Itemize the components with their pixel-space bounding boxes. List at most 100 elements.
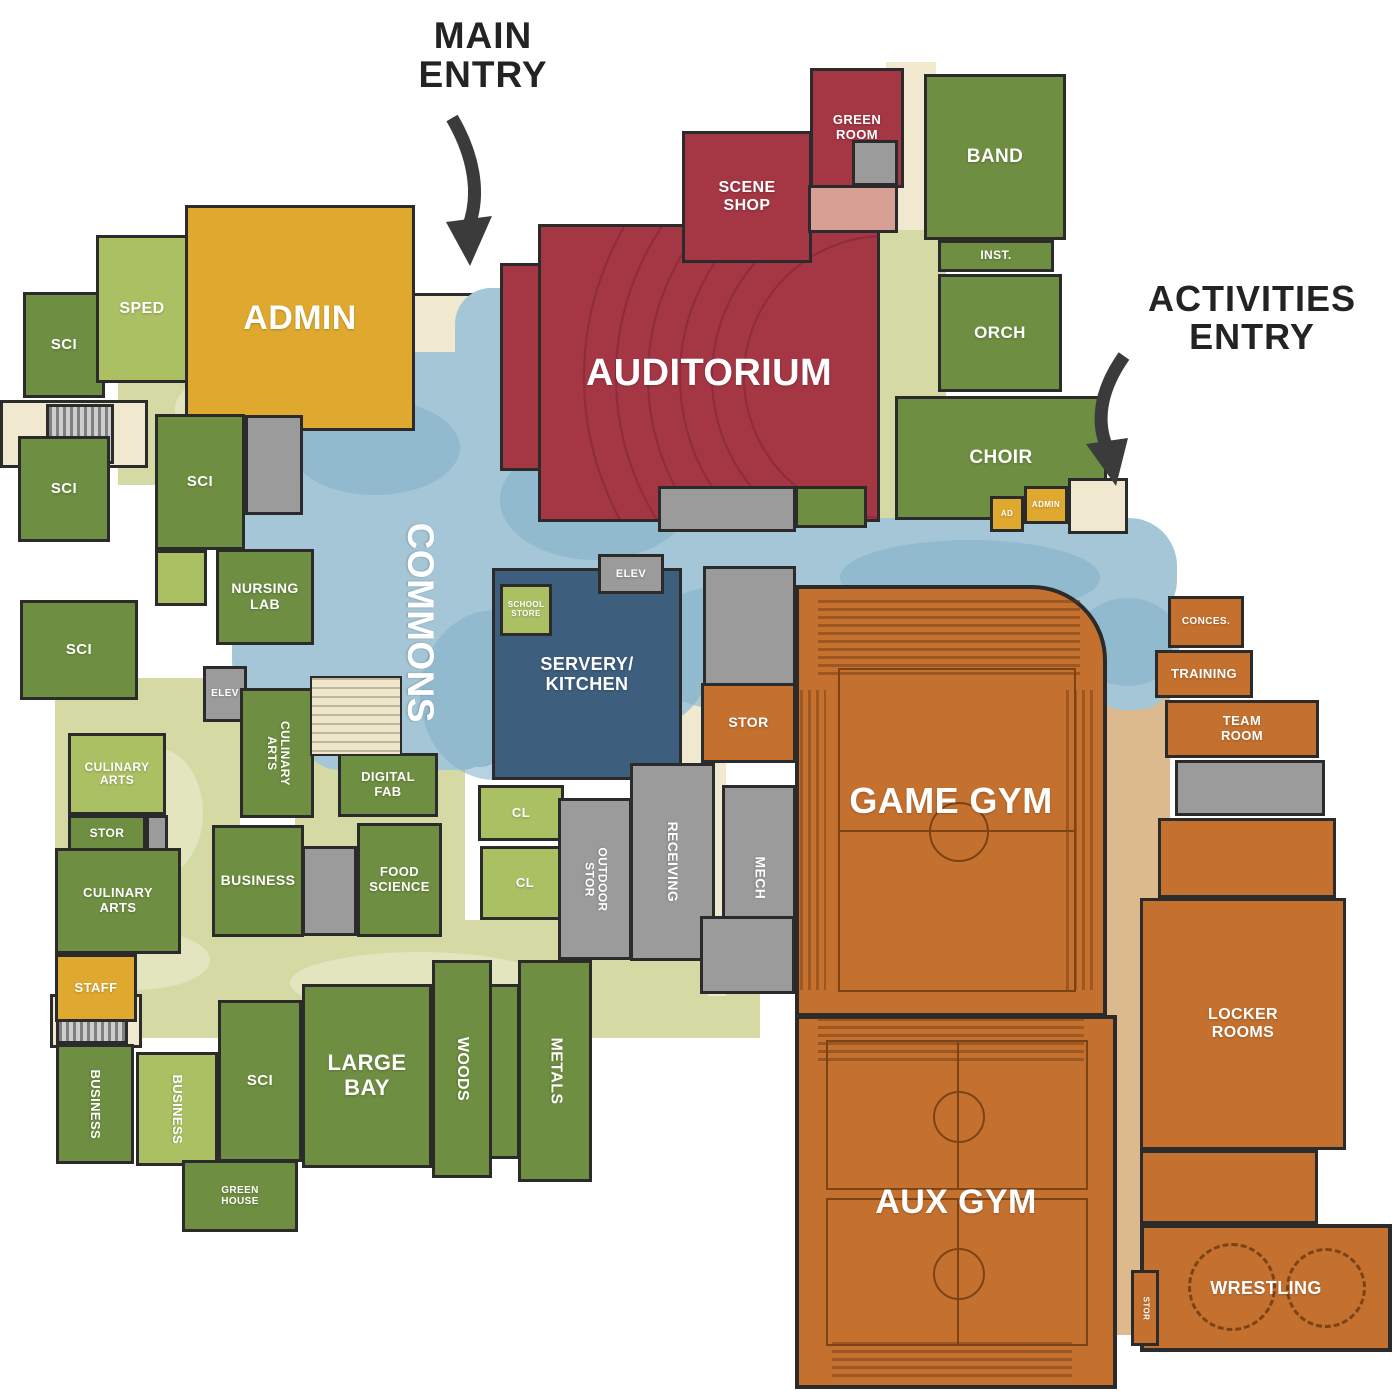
room-choir-label: CHOIR [895, 396, 1107, 520]
room-green-house [182, 1160, 298, 1232]
room-locker-rooms [1140, 898, 1346, 1150]
room-auditorium-seating-arc [583, 227, 877, 519]
room-ad-label: AD [990, 496, 1024, 532]
room-aux-gym-label: AUX GYM [795, 1015, 1117, 1389]
room-elevator-culinary [203, 666, 247, 722]
room-inst-label: INST. [938, 240, 1054, 272]
room-large-bay-label: LARGE BAY [302, 984, 432, 1168]
room-elevator-commons [598, 554, 664, 594]
room-auditorium-text: AUDITORIUM [585, 351, 833, 394]
room-sci-1-label: SCI [23, 292, 105, 398]
room-staff-label: STAFF [55, 954, 137, 1022]
room-admin-text: ADMIN [243, 298, 357, 337]
room-sci-5-label: SCI [218, 1000, 302, 1162]
room-elevator-commons-text: ELEV [615, 567, 647, 580]
room-outdoor-stor [558, 798, 632, 960]
room-team-room-label: TEAM ROOM [1165, 700, 1319, 758]
room-servery-kitchen-label: SERVERY/ KITCHEN [492, 568, 682, 780]
room-culinary-arts-upper-label: CULINARY ARTS [68, 733, 166, 815]
room-wrestling-label: WRESTLING [1140, 1224, 1392, 1352]
room-band-text: BAND [966, 146, 1024, 168]
room-nursing-lab-text: NURSING LAB [231, 580, 299, 612]
room-business-3-label: BUSINESS [212, 825, 304, 937]
room-ad [990, 496, 1024, 532]
room-admin-satellite-label: ADMIN [1024, 486, 1068, 524]
room-stor-culinary-text: STOR [89, 826, 125, 841]
room-conces-label: CONCES. [1168, 596, 1244, 648]
room-ad-text: AD [1000, 508, 1014, 518]
room-digital-fab-label: DIGITAL FAB [338, 753, 438, 817]
room-orch [938, 274, 1062, 392]
room-scene-shop-label: SCENE SHOP [682, 131, 812, 263]
room-inst [938, 240, 1054, 272]
room-sci-4 [155, 414, 245, 550]
room-game-gym-label: GAME GYM [795, 585, 1107, 1017]
room-sci-3-label: SCI [20, 600, 138, 700]
room-culinary-arts-lower-text: CULINARY ARTS [83, 885, 153, 915]
room-large-bay [302, 984, 432, 1168]
room-staff-text: STAFF [74, 979, 118, 995]
room-sci-5-text: SCI [246, 1071, 274, 1089]
room-locker-rooms-label: LOCKER ROOMS [1140, 898, 1346, 1150]
room-food-science [357, 823, 442, 937]
room-admin-satellite [1024, 486, 1068, 524]
room-sci-5 [218, 1000, 302, 1162]
room-cl-1 [478, 785, 564, 841]
room-team-room [1165, 700, 1319, 758]
room-nursing-lab [216, 549, 314, 645]
room-restrooms-science [245, 415, 303, 515]
wrestling-mat-2 [1286, 1248, 1366, 1328]
basketball-court-auxgym-1 [826, 1040, 1088, 1190]
wrestling-mat-1 [1188, 1243, 1276, 1331]
room-green-house-label: GREEN HOUSE [182, 1160, 298, 1232]
main-entry-arrow-icon [446, 114, 481, 231]
room-green-annex [155, 550, 207, 606]
room-locker-rooms-text: LOCKER ROOMS [1208, 1006, 1278, 1041]
room-sped-text: SPED [119, 300, 165, 318]
room-sped-label: SPED [96, 235, 188, 383]
room-choir-text: CHOIR [969, 447, 1033, 469]
room-admin-satellite-text: ADMIN [1031, 499, 1061, 509]
room-elevator-culinary-text: ELEV [211, 688, 239, 700]
room-admin [185, 205, 415, 431]
room-large-bay-text: LARGE BAY [327, 1050, 407, 1100]
room-elevator-greenroom [852, 140, 898, 186]
room-cl-1-text: CL [511, 804, 531, 820]
activities-entry-arrow-icon-head [1086, 438, 1128, 486]
room-metals [518, 960, 592, 1182]
room-training-text: TRAINING [1170, 665, 1238, 681]
bleacher-auxgym-south [832, 1342, 1072, 1380]
room-backstage-storage [658, 486, 796, 532]
room-stor-gym [701, 683, 796, 763]
room-inst-text: INST. [980, 248, 1012, 263]
room-culinary-arts-upper [68, 733, 166, 815]
room-auditorium-label: AUDITORIUM [538, 224, 880, 522]
room-green-house-text: GREEN HOUSE [221, 1184, 259, 1207]
room-school-store [500, 584, 552, 636]
room-food-science-text: FOOD SCIENCE [369, 864, 430, 894]
room-stor-wrestling [1131, 1270, 1159, 1346]
room-team-room-text: TEAM ROOM [1220, 713, 1264, 743]
room-conces [1168, 596, 1244, 648]
room-training-label: TRAINING [1155, 650, 1253, 698]
room-restrooms-central [703, 566, 796, 688]
room-scene-shop-text: SCENE SHOP [718, 179, 776, 214]
room-admin-label: ADMIN [185, 205, 415, 431]
main-entry-arrow-icon-head [446, 216, 492, 266]
room-cl-2-text: CL [515, 874, 535, 890]
commons-tiered-steps [310, 676, 402, 756]
room-band-label: BAND [924, 74, 1066, 240]
room-locker-annex-north [1158, 818, 1336, 898]
bleacher-gamegym-north [818, 600, 1080, 680]
room-culinary-arts-lower-label: CULINARY ARTS [55, 848, 181, 954]
room-culinary-arts-lower [55, 848, 181, 954]
basketball-court-gamegym [838, 668, 1076, 992]
room-aux-gym-text: AUX GYM [875, 1182, 1037, 1221]
room-business-3-text: BUSINESS [220, 872, 296, 889]
room-locker-annex-south [1140, 1150, 1318, 1224]
room-game-gym [795, 585, 1107, 1017]
